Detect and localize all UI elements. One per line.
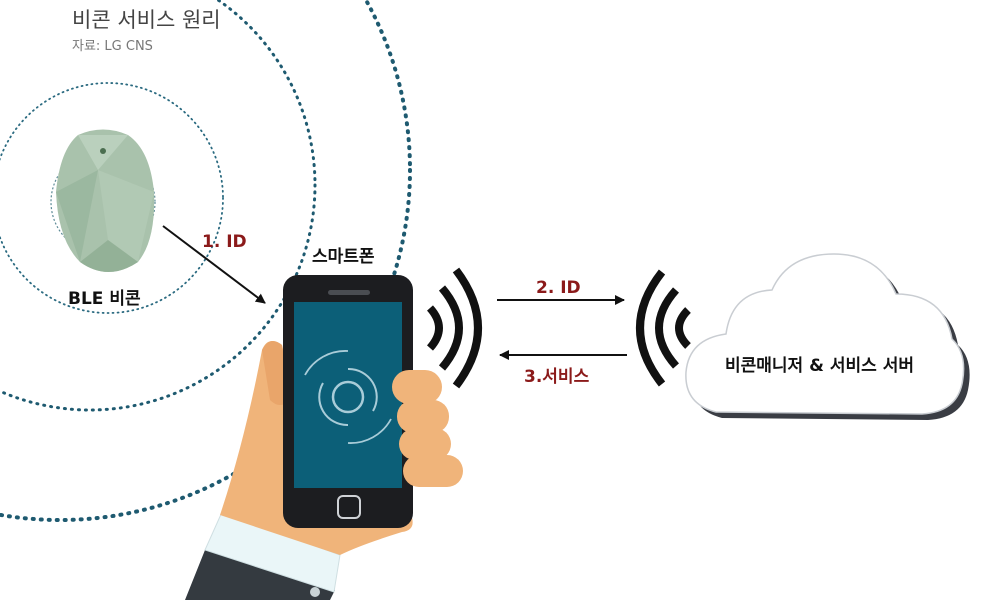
arrow-1-label: 1. ID: [202, 232, 247, 252]
cloud-body: [685, 253, 965, 415]
phone-speaker: [328, 290, 370, 295]
smartphone-label: 스마트폰: [312, 247, 375, 267]
screen-beacon-icon: [304, 350, 392, 444]
signal-ring-middle: [0, 0, 317, 412]
diagram-title: 비콘 서비스 원리: [72, 8, 221, 32]
arrow-beacon-to-phone: [162, 225, 266, 304]
finger-1: [392, 370, 442, 404]
hand-fingers: [392, 370, 463, 487]
cloud-label: 비콘매니저 & 서비스 서버: [725, 356, 914, 376]
home-button-icon: [337, 495, 361, 519]
signal-ring-outer: [0, 0, 412, 522]
beacon-led-dot: [100, 148, 106, 154]
signal-range-rings: [0, 0, 412, 522]
diagram-source: 자료: LG CNS: [72, 39, 153, 54]
smartphone-device: [283, 275, 413, 528]
finger-2: [397, 400, 449, 433]
beacon-label: BLE 비콘: [68, 289, 141, 309]
cloud-server: [685, 253, 970, 420]
arrow-2-label: 2. ID: [536, 278, 581, 298]
arrow-3-label: 3.서비스: [524, 367, 590, 387]
server-receive-waves-icon: [636, 269, 691, 387]
cuff-button: [310, 587, 320, 597]
finger-3: [399, 428, 451, 460]
signal-ring-inner: [0, 82, 224, 314]
ble-beacon-device: [50, 129, 156, 272]
sleeve: [185, 550, 335, 600]
phone-screen: [294, 302, 402, 488]
phone-broadcast-waves-icon: [426, 267, 482, 389]
finger-4: [403, 455, 463, 487]
